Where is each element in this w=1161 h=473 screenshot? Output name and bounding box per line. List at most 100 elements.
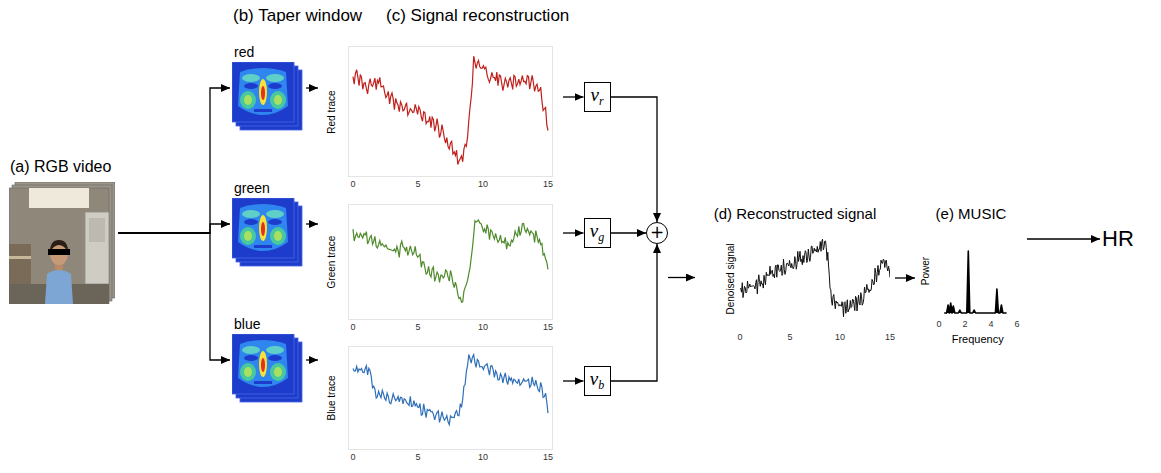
weight-subscript: g bbox=[598, 230, 604, 244]
ceiling-light bbox=[29, 188, 89, 208]
taper-frame bbox=[232, 62, 294, 122]
mouth bbox=[254, 245, 272, 248]
panel-title: green bbox=[234, 180, 270, 196]
symbol-text: vg bbox=[590, 221, 604, 245]
brow-left bbox=[242, 74, 260, 82]
tick-label: 6 bbox=[1014, 319, 1019, 329]
cheek-left bbox=[240, 227, 256, 245]
eye-left bbox=[244, 219, 258, 225]
door-panel bbox=[89, 218, 105, 242]
eye-right bbox=[268, 219, 282, 225]
vbox-node: vg bbox=[584, 218, 611, 248]
brow-right bbox=[266, 210, 284, 218]
left-shelf-board bbox=[9, 256, 31, 259]
weight-subscript: r bbox=[599, 94, 604, 108]
connector-arrow bbox=[668, 277, 695, 278]
plus-node: + bbox=[646, 222, 668, 244]
panel-title: (e) MUSIC bbox=[936, 205, 1007, 222]
connector-arrow bbox=[895, 277, 915, 278]
room-wall bbox=[9, 188, 109, 304]
brow-left bbox=[242, 346, 260, 354]
cheek-right bbox=[270, 363, 286, 381]
mouth bbox=[254, 381, 272, 384]
connector-arrow bbox=[306, 223, 318, 224]
taper-ground bbox=[232, 198, 294, 258]
tick-label: 10 bbox=[478, 179, 488, 189]
door-right bbox=[85, 212, 109, 284]
panel-title: (a) RGB video bbox=[10, 158, 111, 176]
connector-arrow bbox=[563, 96, 584, 97]
nose-core bbox=[261, 86, 265, 100]
tick-label: 15 bbox=[543, 452, 553, 462]
nose-outer bbox=[259, 79, 267, 105]
plot-node: Blue trace051015 bbox=[318, 342, 563, 470]
axis-label: Frequency bbox=[952, 333, 1004, 346]
eye-right bbox=[268, 83, 282, 89]
eye-mask-bar bbox=[48, 249, 70, 255]
taper-node: green bbox=[230, 180, 306, 268]
taper-node: blue bbox=[230, 316, 306, 404]
taper-window-illustration bbox=[232, 62, 304, 132]
video-frame-illustration bbox=[9, 182, 115, 304]
nose-outer bbox=[259, 215, 267, 241]
tick-label: 5 bbox=[415, 179, 420, 189]
connector-arrow bbox=[306, 87, 318, 88]
tick-label: 15 bbox=[543, 179, 553, 189]
axis-label: Denoised signal bbox=[725, 243, 737, 314]
brow-right bbox=[266, 74, 284, 82]
tick-label: 2 bbox=[962, 319, 967, 329]
person-body bbox=[45, 270, 73, 304]
eye-left bbox=[244, 83, 258, 89]
music-spectrum bbox=[935, 231, 1021, 317]
taper-frame bbox=[232, 334, 294, 394]
cheek-core-right bbox=[274, 95, 282, 105]
tick-label: 0 bbox=[350, 452, 355, 462]
cheek-left bbox=[240, 91, 256, 109]
connector-arrow bbox=[306, 359, 318, 360]
weight-symbol: v bbox=[590, 220, 598, 241]
video-frame bbox=[9, 188, 109, 304]
taper-node: red bbox=[230, 44, 306, 132]
taper-frame bbox=[232, 198, 294, 258]
signal-trace bbox=[348, 46, 553, 177]
output-label: HR bbox=[1102, 226, 1134, 251]
brow-left bbox=[242, 210, 260, 218]
taper-window-illustration bbox=[232, 334, 304, 404]
connector-arrow bbox=[611, 232, 647, 233]
cheek-left bbox=[240, 363, 256, 381]
tick-label: 0 bbox=[350, 322, 355, 332]
tick-label: 5 bbox=[415, 322, 420, 332]
tick-label: 0 bbox=[350, 179, 355, 189]
mouth bbox=[254, 109, 272, 112]
axis-label: Blue trace bbox=[326, 375, 338, 420]
tick-label: 0 bbox=[737, 332, 742, 342]
plot-node: Red trace 0 5 10 15 bbox=[318, 42, 563, 197]
cheek-core-left bbox=[244, 367, 252, 377]
plot-frame bbox=[349, 347, 553, 450]
denoised-trace bbox=[740, 229, 890, 329]
axis-label: Red trace bbox=[326, 90, 338, 133]
connector-arrow bbox=[563, 380, 584, 381]
connector-arrow bbox=[118, 233, 230, 360]
vbox-node: vr bbox=[584, 82, 611, 112]
section-label: (c) Signal reconstruction bbox=[386, 6, 569, 26]
sum-symbol: + bbox=[650, 222, 664, 242]
taper-ground bbox=[232, 334, 294, 394]
signal-trace bbox=[348, 204, 553, 320]
tick-label: 10 bbox=[478, 452, 488, 462]
tick-label: 15 bbox=[543, 322, 553, 332]
tick-label: 10 bbox=[835, 332, 845, 342]
taper-window-illustration bbox=[232, 198, 304, 268]
panel-title: (d) Reconstructed signal bbox=[714, 205, 877, 222]
face-region bbox=[238, 340, 288, 387]
trace-line bbox=[353, 220, 548, 302]
spectrum-line bbox=[944, 251, 1006, 313]
symbol-text: vb bbox=[590, 369, 604, 393]
cheek-core-left bbox=[244, 95, 252, 105]
cheek-core-right bbox=[274, 367, 282, 377]
plot-frame bbox=[349, 205, 553, 320]
axis-label: Power bbox=[920, 257, 932, 285]
cheek-core-left bbox=[244, 231, 252, 241]
connector-arrow bbox=[611, 244, 658, 381]
